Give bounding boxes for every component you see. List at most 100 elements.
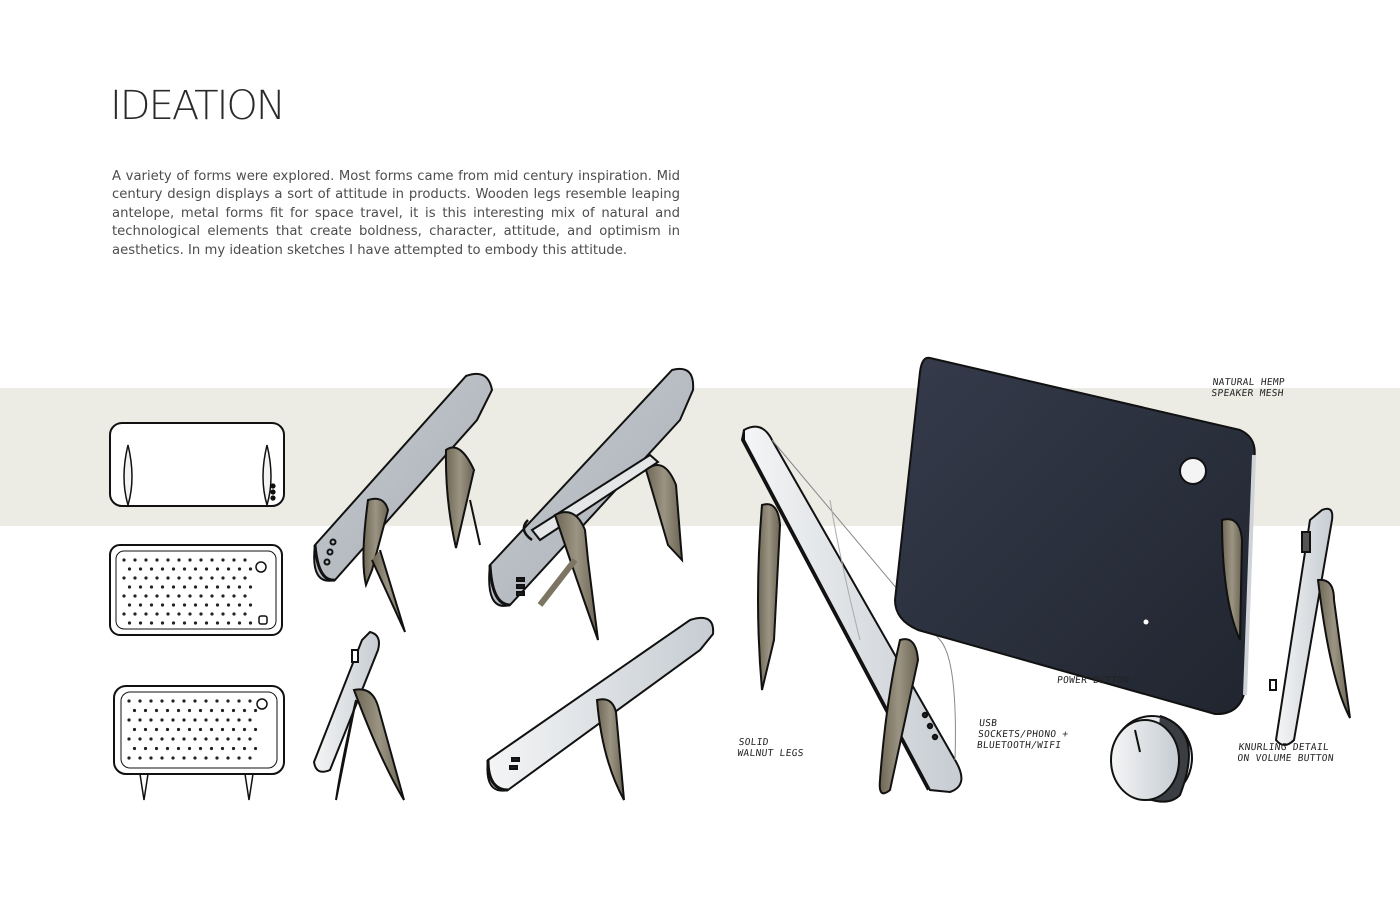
- grille-dot: [127, 567, 132, 571]
- grille-dot: [166, 558, 170, 562]
- note-knurling: Knurling Detail On Volume Button: [1236, 742, 1335, 764]
- grille-dot: [193, 718, 197, 722]
- grille-dot: [138, 756, 142, 760]
- grille-dot: [127, 699, 131, 703]
- grille-dot: [220, 727, 225, 732]
- grille-dot: [243, 558, 247, 562]
- grille-dot: [248, 603, 253, 607]
- grille-dot: [144, 612, 148, 616]
- grille-dot: [204, 567, 209, 571]
- grille-dot: [160, 756, 164, 760]
- grille-dot: [226, 737, 230, 741]
- grille-dot: [243, 576, 247, 580]
- grille-dot: [243, 594, 247, 598]
- grille-dot: [182, 718, 186, 722]
- grille-dot: [138, 699, 142, 703]
- grille-dot: [199, 594, 203, 598]
- sketch-grey-speaker-1: [313, 372, 494, 633]
- grille-dot: [176, 746, 181, 751]
- grille-dot: [182, 585, 187, 589]
- grille-dot: [248, 585, 253, 589]
- grille-dot: [143, 727, 148, 732]
- grille-dot: [182, 603, 187, 607]
- note-usb-sockets: USB Sockets/Phono + Bluetooth/Wifi: [976, 718, 1069, 751]
- grille-dot: [242, 746, 247, 751]
- grille-dot: [138, 621, 143, 625]
- grille-dot: [171, 718, 175, 722]
- grille-dot: [132, 727, 137, 732]
- grille-dot: [176, 727, 181, 732]
- grille-dot: [149, 567, 154, 571]
- grille-dot: [226, 603, 231, 607]
- sketch-large-white-speaker: [740, 425, 963, 795]
- grille-dot: [166, 612, 170, 616]
- grille-dot: [160, 567, 165, 571]
- grille-dot: [198, 746, 203, 751]
- grille-dot: [237, 585, 242, 589]
- grille-dot: [210, 612, 214, 616]
- grille-dot: [215, 621, 220, 625]
- grille-dot: [133, 594, 137, 598]
- grille-dot: [133, 558, 137, 562]
- grille-dot: [188, 594, 192, 598]
- grille-dot: [182, 756, 186, 760]
- grille-dot: [231, 727, 236, 732]
- grille-dot: [177, 576, 181, 580]
- grille-dot: [166, 576, 170, 580]
- grille-dot: [160, 718, 164, 722]
- grille-dot: [237, 699, 241, 703]
- grille-dot: [177, 558, 181, 562]
- grille-dot: [122, 576, 126, 580]
- grille-dot: [193, 621, 198, 625]
- grille-dot: [149, 585, 154, 589]
- grille-dot: [165, 708, 170, 713]
- grille-dot: [127, 737, 131, 741]
- grille-dot: [232, 612, 236, 616]
- grille-dot: [149, 756, 153, 760]
- note-hemp-mesh: Natural Hemp Speaker Mesh: [1210, 377, 1286, 399]
- grille-dot: [122, 612, 126, 616]
- grille-dot: [160, 699, 164, 703]
- grille-dot: [248, 567, 253, 571]
- grille-dot: [127, 621, 132, 625]
- grille-dot: [160, 737, 164, 741]
- grille-dot: [237, 737, 241, 741]
- grille-dot: [154, 746, 159, 751]
- grille-dot: [155, 576, 159, 580]
- grille-dot: [138, 603, 143, 607]
- grille-dot: [204, 621, 209, 625]
- sketch-top-view: [109, 422, 285, 508]
- grille-dot: [171, 567, 176, 571]
- grille-dot: [226, 718, 230, 722]
- grille-dot: [215, 718, 219, 722]
- grille-dot: [231, 746, 236, 751]
- grille-dot: [166, 594, 170, 598]
- grille-dot: [138, 585, 143, 589]
- grille-dot: [171, 699, 175, 703]
- grille-dot: [199, 558, 203, 562]
- grille-dot: [204, 585, 209, 589]
- grille-dot: [199, 576, 203, 580]
- grille-dot: [122, 594, 126, 598]
- sketch-grey-speaker-2: [488, 368, 695, 641]
- grille-dot: [160, 621, 165, 625]
- grille-dot: [204, 718, 208, 722]
- grille-dot: [122, 558, 126, 562]
- grille-dot: [155, 612, 159, 616]
- grille-dot: [204, 699, 208, 703]
- grille-dot: [232, 558, 236, 562]
- grille-dot: [226, 756, 230, 760]
- grille-dot: [155, 558, 159, 562]
- grille-dot: [171, 737, 175, 741]
- grille-dot: [188, 612, 192, 616]
- grille-dot: [149, 603, 154, 607]
- grille-dot: [204, 737, 208, 741]
- grille-dot: [232, 594, 236, 598]
- grille-dot: [144, 594, 148, 598]
- grille-dot: [209, 708, 214, 713]
- grille-dot: [176, 708, 181, 713]
- sketch-low-speaker: [486, 616, 715, 801]
- grille-dot: [171, 603, 176, 607]
- grille-dot: [221, 576, 225, 580]
